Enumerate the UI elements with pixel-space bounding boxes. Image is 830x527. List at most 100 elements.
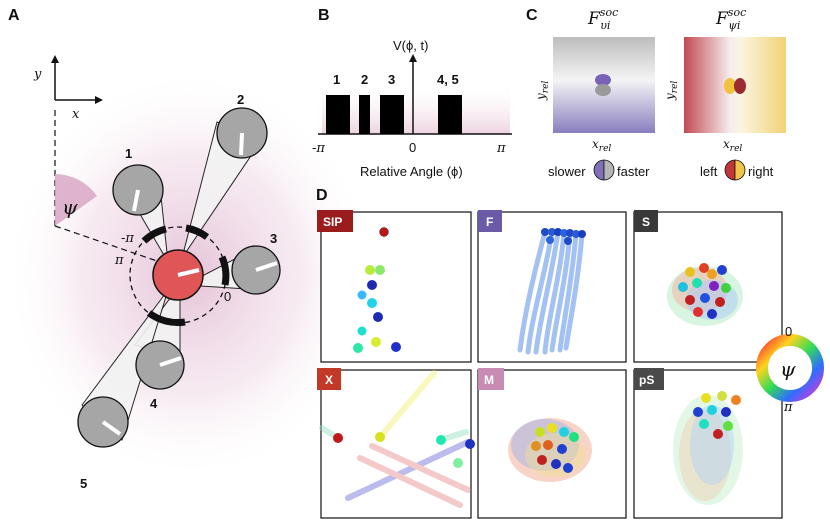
v-axis-arrow-icon <box>409 54 417 62</box>
s-agent <box>692 278 702 288</box>
panel-b-letter: B <box>318 7 330 24</box>
s-agent <box>678 282 688 292</box>
f-agent <box>548 228 556 236</box>
heading-line <box>54 225 161 263</box>
legend-right: right <box>748 164 774 179</box>
m-agent <box>535 427 545 437</box>
speed-slow-blob <box>595 74 611 86</box>
bar-label-45: 4, 5 <box>437 72 459 87</box>
turn-map-x-label: xrel <box>723 137 742 154</box>
m-agent <box>569 432 579 442</box>
f-trail <box>542 230 567 355</box>
agent-3-label: 3 <box>270 231 277 246</box>
ps-agent <box>701 393 711 403</box>
panel-a: A y x ψ -π π 0 <box>5 7 375 491</box>
f-agent <box>554 228 562 236</box>
speed-map-x-label: xrel <box>592 137 611 154</box>
agent-4-heading <box>159 356 182 367</box>
tag-ps-label: pS <box>639 373 654 387</box>
x-trail <box>357 455 463 508</box>
frame-x <box>320 369 472 519</box>
s-agent <box>707 269 717 279</box>
s-agent <box>707 309 717 319</box>
x-trails <box>319 370 471 508</box>
ps-agent <box>713 429 723 439</box>
m-agent <box>551 459 561 469</box>
tag-x-label: X <box>325 373 333 387</box>
x-axis-arrow-icon <box>95 96 103 104</box>
panel-a-letter: A <box>8 7 20 24</box>
sip-agent <box>357 290 367 300</box>
tag-ps <box>634 368 664 390</box>
tag-x <box>317 368 341 390</box>
ps-swarm <box>673 391 743 505</box>
phi-tick-zero: 0 <box>409 140 416 155</box>
tag-sip-label: SIP <box>323 215 342 229</box>
phi-tick-neg-pi: -π <box>312 141 325 156</box>
m-agent <box>557 444 567 454</box>
pi-label: π <box>114 253 124 268</box>
f-agents <box>541 228 586 245</box>
s-agent <box>700 293 710 303</box>
visual-bar-45 <box>438 95 462 134</box>
f-agent <box>564 237 572 245</box>
x-agent <box>436 435 446 445</box>
agent-3-heading <box>255 261 278 272</box>
agent-1-label: 1 <box>125 146 132 161</box>
visual-field-shade <box>322 82 510 134</box>
speed-map-y-label: yrel <box>534 81 551 101</box>
legend-fast-swatch <box>603 159 615 181</box>
s-agent <box>685 267 695 277</box>
tag-s-label: S <box>642 215 650 229</box>
x-agent <box>333 433 343 443</box>
color-wheel-pi: π <box>783 400 793 415</box>
turn-right-blob <box>724 78 736 94</box>
bar-label-2: 2 <box>361 72 368 87</box>
sip-agents <box>353 227 401 353</box>
panel-b: B V(ϕ, t) 1 2 3 4, 5 -π 0 π Relative Ang… <box>312 7 512 179</box>
panel-c-letter: C <box>526 7 538 24</box>
v-axis-label: V(ϕ, t) <box>393 38 428 53</box>
tag-f-label: F <box>486 215 493 229</box>
occupied-arc-2 <box>185 224 210 240</box>
m-agent <box>563 463 573 473</box>
sip-agent <box>367 298 377 308</box>
f-agent <box>578 230 586 238</box>
m-agent <box>543 440 553 450</box>
sip-agent <box>373 312 383 322</box>
f-trails <box>517 229 585 355</box>
visual-bar-2 <box>359 95 370 134</box>
f-trail <box>533 229 561 355</box>
bar-label-1: 1 <box>333 72 340 87</box>
tag-m <box>478 368 504 390</box>
s-agent <box>715 297 725 307</box>
ps-agent <box>693 407 703 417</box>
color-wheel-center <box>768 346 812 390</box>
ps-trace <box>690 405 734 485</box>
m-agent <box>547 423 557 433</box>
ps-agent <box>717 391 727 401</box>
turn-map-y-label: yrel <box>663 81 680 101</box>
agent-2-heading <box>239 132 244 156</box>
sip-agent <box>375 265 385 275</box>
ps-agent <box>721 407 731 417</box>
ps-agent <box>731 395 741 405</box>
speed-fast-blob <box>595 84 611 96</box>
tag-f <box>478 210 502 232</box>
panel-d: D SIP F S X M pS <box>316 187 824 519</box>
turn-left-blob <box>734 78 746 94</box>
focal-heading <box>177 268 200 277</box>
f-agent <box>541 228 549 236</box>
sip-agent <box>367 280 377 290</box>
x-trail <box>377 370 437 440</box>
legend-left-swatch <box>724 159 736 181</box>
f-trail <box>557 231 579 353</box>
agent-1-heading <box>132 189 140 212</box>
legend-slower: slower <box>548 164 586 179</box>
sip-agent <box>379 227 389 237</box>
s-agent <box>693 307 703 317</box>
legend-slow-swatch <box>593 159 605 181</box>
